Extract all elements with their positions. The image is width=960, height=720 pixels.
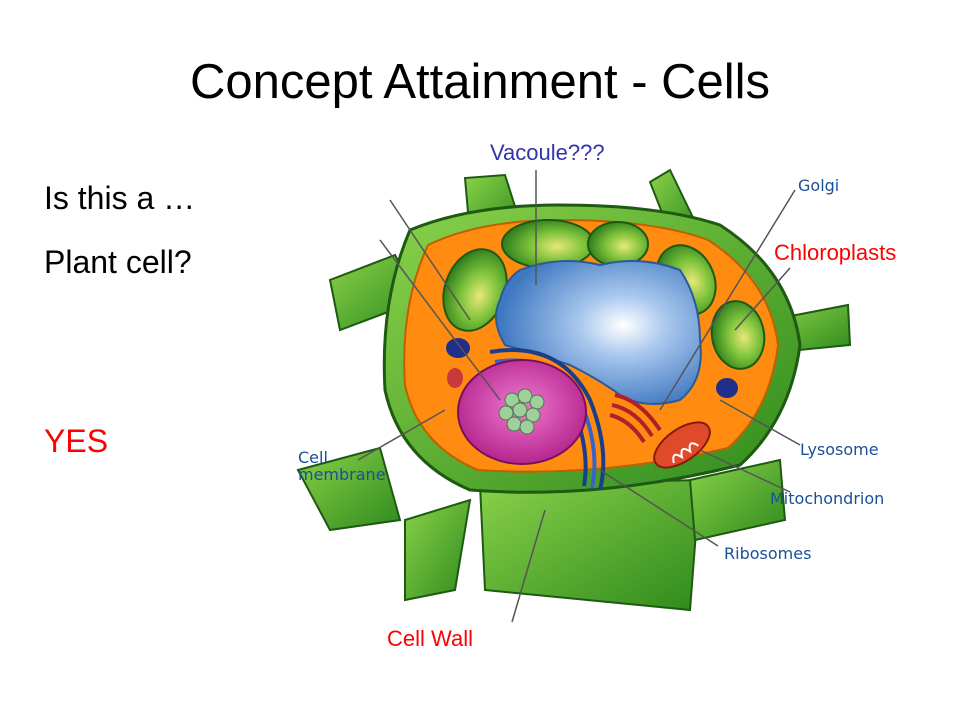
mitochondrion [653, 421, 711, 469]
vacuole [495, 260, 702, 405]
label-cell-membrane-1: Cell [298, 448, 328, 467]
question-line-1: Is this a … [44, 180, 196, 216]
golgi-apparatus [609, 393, 662, 444]
label-vacuole: Vacoule??? [490, 140, 605, 165]
label-lysosome: Lysosome [800, 440, 879, 459]
label-cell-wall: Cell Wall [387, 626, 473, 651]
question-line-2: Plant cell? [44, 244, 192, 280]
label-cell-membrane-2: membrane [298, 465, 386, 484]
leader-lines [357, 170, 801, 623]
slide-title: Concept Attainment - Cells [189, 55, 771, 109]
nucleus [457, 359, 587, 465]
label-chloroplasts: Chloroplasts [774, 240, 897, 265]
answer-text: YES [44, 423, 109, 459]
label-mitochondrion: Mitochondrion [770, 489, 885, 508]
label-golgi: Golgi [798, 176, 840, 195]
label-ribosomes: Ribosomes [724, 544, 812, 563]
